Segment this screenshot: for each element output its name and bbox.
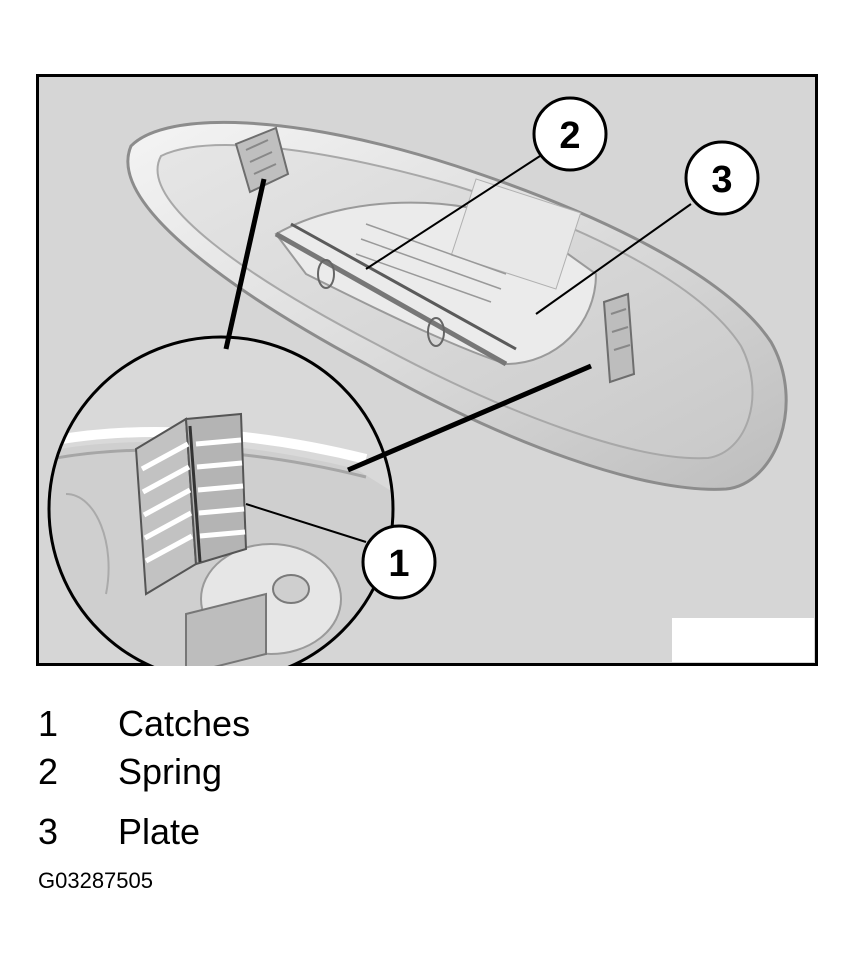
figure-id: G03287505 <box>38 868 153 893</box>
callout-1-marker: 1 <box>361 524 437 600</box>
legend-label-3: Plate <box>118 811 201 852</box>
callout-2-marker: 2 <box>532 96 608 172</box>
callout-1-leader <box>245 503 367 543</box>
callout-3-leader <box>535 203 692 315</box>
legend-number-3: 3 <box>38 811 59 852</box>
callout-2-number: 2 <box>559 115 580 157</box>
component-illustration: 1 2 3 <box>36 74 818 666</box>
callout-1-number: 1 <box>388 543 409 585</box>
left-catch <box>234 126 290 194</box>
spring-plate <box>274 178 598 367</box>
legend-label-2: Spring <box>118 751 223 792</box>
callout-3-number: 3 <box>711 159 732 201</box>
callout-3-marker: 3 <box>684 140 760 216</box>
callout-2-leader <box>365 155 541 270</box>
zoom-detail <box>47 335 395 666</box>
legend-label-1: Catches <box>118 703 251 744</box>
legend-number-2: 2 <box>38 751 59 792</box>
zoom-leader-right <box>347 363 592 473</box>
right-catch <box>602 292 636 384</box>
zoom-leader-left <box>223 178 267 350</box>
legend-number-1: 1 <box>38 703 59 744</box>
